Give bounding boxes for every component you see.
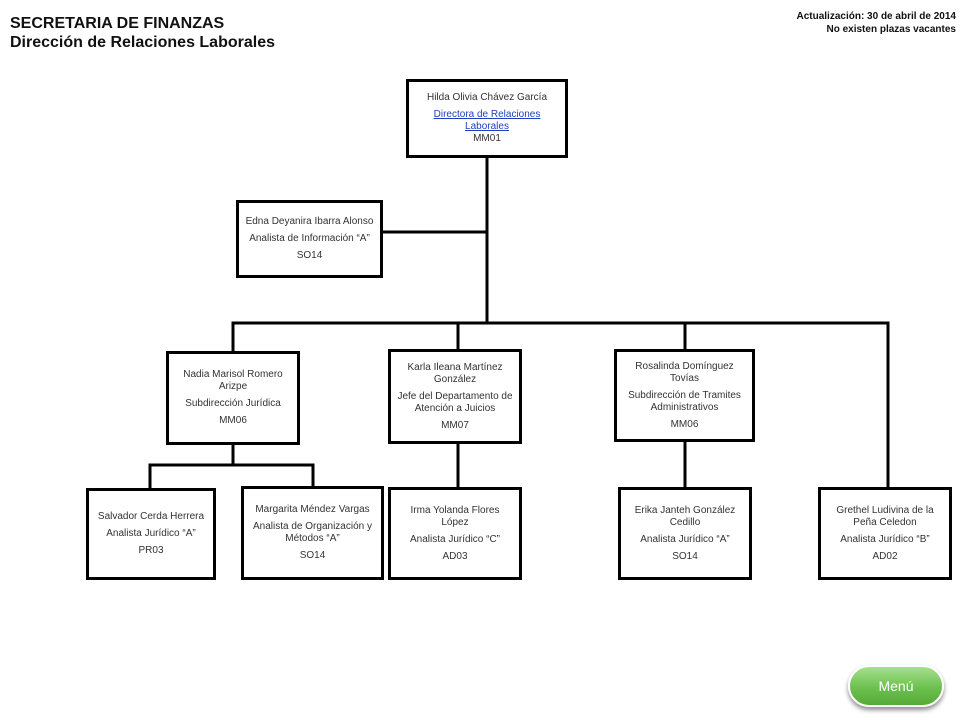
salvador-name: Salvador Cerda Herrera: [97, 511, 205, 522]
page-subtitle: Dirección de Relaciones Laborales: [10, 34, 275, 51]
grethel-role: Analista Jurídico “B”: [840, 533, 930, 545]
nadia-name: Nadia Marisol Romero Arizpe: [183, 369, 283, 392]
salvador-code: PR03: [138, 545, 164, 556]
director-role-link[interactable]: Directora de Relaciones Laborales: [433, 109, 541, 132]
org-box-irma: Irma Yolanda Flores López Analista Juríd…: [388, 487, 522, 580]
director-code: MM01: [473, 133, 501, 144]
irma-code: AD03: [442, 550, 468, 562]
rosalinda-name: Rosalinda Domínguez Tovías: [635, 360, 734, 384]
org-box-erika: Erika Janteh González Cedillo Analista J…: [618, 487, 752, 580]
org-box-rosalinda: Rosalinda Domínguez Tovías Subdirección …: [614, 349, 755, 442]
erika-role: Analista Jurídico “A”: [640, 533, 730, 545]
page-title: SECRETARIA DE FINANZAS: [10, 15, 225, 32]
margarita-role: Analista de Organización y Métodos “A”: [253, 521, 372, 544]
irma-name: Irma Yolanda Flores López: [410, 504, 500, 528]
analyst-info-name: Edna Deyanira Ibarra Alonso: [245, 216, 374, 227]
analyst-info-role: Analista de Información “A”: [249, 233, 370, 244]
vacancy-status: No existen plazas vacantes: [826, 24, 956, 35]
karla-code: MM07: [441, 419, 469, 431]
org-box-grethel: Grethel Ludivina de la Peña Celedon Anal…: [818, 487, 952, 580]
rosalinda-code: MM06: [670, 418, 699, 430]
karla-name: Karla Ileana Martínez González: [407, 361, 503, 385]
irma-role: Analista Jurídico “C”: [409, 533, 501, 545]
org-box-karla: Karla Ileana Martínez González Jefe del …: [388, 349, 522, 444]
org-box-margarita: Margarita Méndez Vargas Analista de Orga…: [241, 486, 384, 580]
grethel-code: AD02: [872, 550, 898, 562]
rosalinda-role: Subdirección de Tramites Administrativos: [628, 389, 741, 413]
erika-code: SO14: [672, 550, 698, 562]
analyst-info-code: SO14: [296, 250, 323, 261]
margarita-code: SO14: [299, 550, 326, 561]
update-date: Actualización: 30 de abril de 2014: [796, 11, 956, 22]
salvador-role: Analista Jurídico “A”: [106, 528, 196, 539]
nadia-role: Subdirección Jurídica: [185, 398, 281, 409]
grethel-name: Grethel Ludivina de la Peña Celedon: [836, 504, 934, 528]
director-name: Hilda Olivia Chávez García: [426, 92, 548, 103]
header: SECRETARIA DE FINANZAS Dirección de Rela…: [10, 14, 275, 52]
org-box-analyst-info: Edna Deyanira Ibarra Alonso Analista de …: [236, 200, 383, 278]
nadia-code: MM06: [219, 415, 247, 426]
org-box-nadia: Nadia Marisol Romero Arizpe Subdirección…: [166, 351, 300, 445]
menu-button[interactable]: Menú: [848, 665, 944, 707]
update-info: Actualización: 30 de abril de 2014 No ex…: [796, 10, 956, 36]
karla-role: Jefe del Departamento de Atención a Juic…: [397, 390, 513, 414]
org-box-salvador: Salvador Cerda Herrera Analista Jurídico…: [86, 488, 216, 580]
margarita-name: Margarita Méndez Vargas: [255, 504, 370, 515]
erika-name: Erika Janteh González Cedillo: [634, 504, 736, 528]
org-box-director: Hilda Olivia Chávez García Directora de …: [406, 79, 568, 158]
